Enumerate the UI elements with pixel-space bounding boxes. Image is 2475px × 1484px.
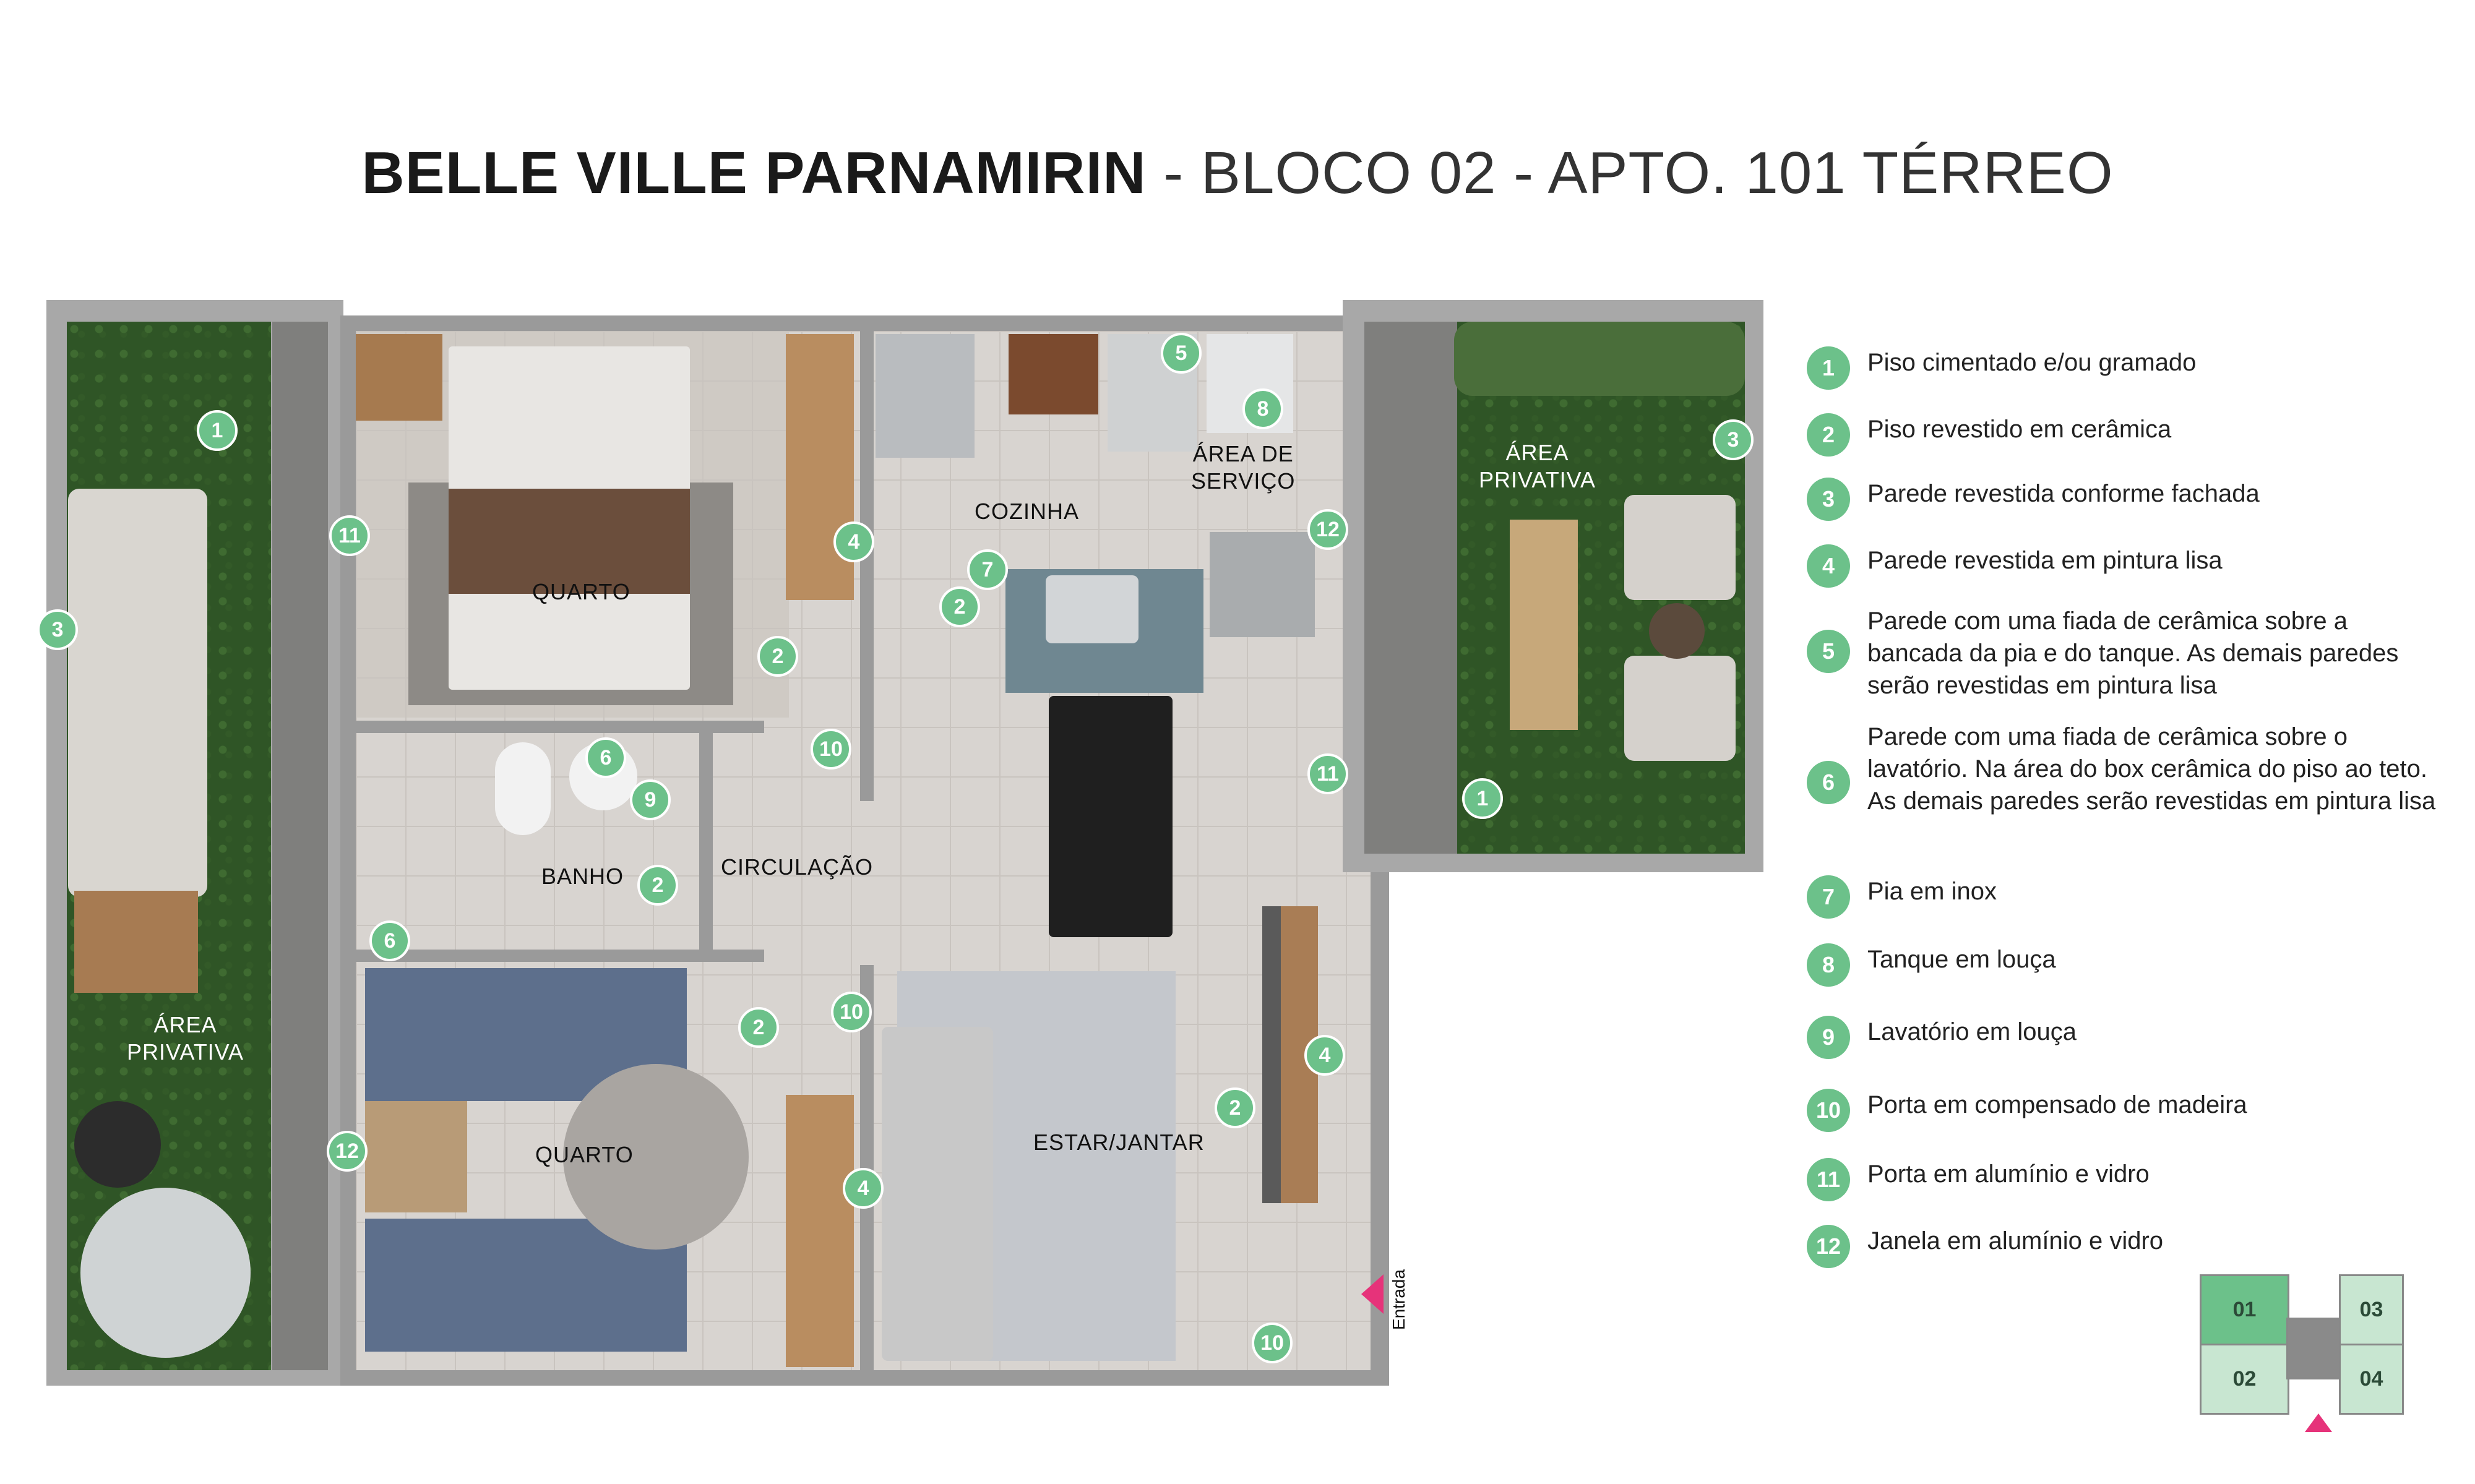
key-plan-unit-04: 04 <box>2339 1344 2404 1415</box>
bedroom-1-wardrobe <box>786 334 854 600</box>
outdoor-round-table <box>74 1101 161 1188</box>
bath-right-wall <box>699 721 713 950</box>
marker-11: 11 <box>329 515 370 556</box>
right-garden <box>1457 322 1745 854</box>
marker-12: 12 <box>327 1131 368 1172</box>
bedroom-1-nightstand <box>356 334 442 421</box>
key-plan-unit-03: 03 <box>2339 1274 2404 1345</box>
legend-item: 12 Janela em alumínio e vidro <box>1807 1225 2437 1268</box>
marker-10: 10 <box>831 992 872 1032</box>
fruit-counter <box>1009 334 1098 414</box>
marker-2: 2 <box>757 636 798 677</box>
living-wall <box>860 965 874 1370</box>
legend-item: 9 Lavatório em louça <box>1807 1016 2437 1059</box>
toilet <box>495 742 551 835</box>
marker-2: 2 <box>1215 1087 1255 1128</box>
living-sofa <box>882 1027 993 1361</box>
entrance-arrow-icon <box>1361 1274 1384 1314</box>
bedroom-1-blanket <box>449 489 690 594</box>
marker-12: 12 <box>1307 509 1348 550</box>
legend-item: 6 Parede com uma fiada de cerâmica sobre… <box>1807 721 2437 817</box>
legend-item: 8 Tanque em louça <box>1807 943 2437 987</box>
right-hedge <box>1454 322 1745 396</box>
right-armchair-1 <box>1624 495 1736 600</box>
key-plan-core <box>2286 1318 2342 1379</box>
left-walkway <box>272 322 328 1370</box>
room-label-cozinha: COZINHA <box>975 499 1079 524</box>
marker-6: 6 <box>369 920 410 961</box>
key-plan-entrance-icon <box>2305 1413 2332 1432</box>
dining-table <box>1049 696 1173 937</box>
marker-1: 1 <box>197 410 238 451</box>
legend-item: 11 Porta em alumínio e vidro <box>1807 1158 2437 1201</box>
legend-item: 7 Pia em inox <box>1807 875 2437 919</box>
bedroom-2-desk <box>365 1101 467 1212</box>
entrance-label: Entrada <box>1389 1269 1408 1330</box>
bedroom-2-wardrobe <box>786 1095 854 1367</box>
bedroom-2-rug <box>563 1064 749 1250</box>
page-title: BELLE VILLE PARNAMIRIN - BLOCO 02 - APTO… <box>361 140 2114 206</box>
right-armchair-2 <box>1624 656 1736 761</box>
room-label-area-privativa-left: ÁREA PRIVATIVA <box>127 1012 244 1065</box>
marker-3: 3 <box>1713 419 1754 460</box>
marker-8: 8 <box>1242 388 1283 429</box>
room-label-quarto-2: QUARTO <box>535 1142 634 1167</box>
right-side-table <box>1649 603 1705 659</box>
fridge <box>876 334 975 458</box>
legend-item: 5 Parede com uma fiada de cerâmica sobre… <box>1807 605 2437 701</box>
marker-2: 2 <box>738 1007 779 1048</box>
legend-item: 1 Piso cimentado e/ou gramado <box>1807 346 2437 390</box>
marker-5: 5 <box>1161 333 1202 374</box>
room-label-circulacao: CIRCULAÇÃO <box>721 854 874 880</box>
marker-4: 4 <box>1304 1035 1345 1076</box>
legend-item: 10 Porta em compensado de madeira <box>1807 1089 2437 1132</box>
marker-9: 9 <box>630 779 671 820</box>
marker-3: 3 <box>37 609 78 650</box>
kitchen-wall <box>860 331 874 801</box>
outdoor-round-lounger <box>80 1188 251 1358</box>
floor-plan: QUARTO COZINHA ÁREA DE SERVIÇO BANHO CIR… <box>37 297 1776 1398</box>
right-walkway <box>1364 322 1457 854</box>
marker-6: 6 <box>585 737 626 778</box>
marker-10: 10 <box>1252 1323 1293 1363</box>
bath-top-wall <box>356 721 764 733</box>
marker-4: 4 <box>833 521 874 562</box>
marker-2: 2 <box>637 865 678 906</box>
room-label-estar-jantar: ESTAR/JANTAR <box>1033 1130 1205 1155</box>
sink <box>1046 575 1138 643</box>
room-label-banho: BANHO <box>541 864 624 889</box>
outdoor-sofa <box>68 489 207 897</box>
key-plan: 01 02 03 04 <box>2200 1274 2404 1417</box>
marker-7: 7 <box>967 549 1008 590</box>
room-label-area-servico: ÁREA DE SERVIÇO <box>1191 441 1296 494</box>
legend-item: 3 Parede revestida conforme fachada <box>1807 478 2437 521</box>
room-label-quarto-1: QUARTO <box>532 579 631 604</box>
bath-bottom-wall <box>356 950 764 962</box>
marker-1: 1 <box>1462 778 1503 819</box>
key-plan-unit-02: 02 <box>2200 1344 2289 1415</box>
legend-item: 2 Piso revestido em cerâmica <box>1807 413 2437 457</box>
marker-11: 11 <box>1307 753 1348 794</box>
right-table <box>1510 520 1578 730</box>
room-label-area-privativa-right: ÁREA PRIVATIVA <box>1479 440 1596 492</box>
legend-item: 4 Parede revestida em pintura lisa <box>1807 544 2437 588</box>
marker-10: 10 <box>811 729 851 770</box>
outdoor-side-table <box>74 891 198 993</box>
marker-4: 4 <box>843 1168 884 1209</box>
key-plan-unit-01: 01 <box>2200 1274 2289 1345</box>
marker-2: 2 <box>939 586 980 627</box>
washing-machine <box>1210 532 1315 637</box>
